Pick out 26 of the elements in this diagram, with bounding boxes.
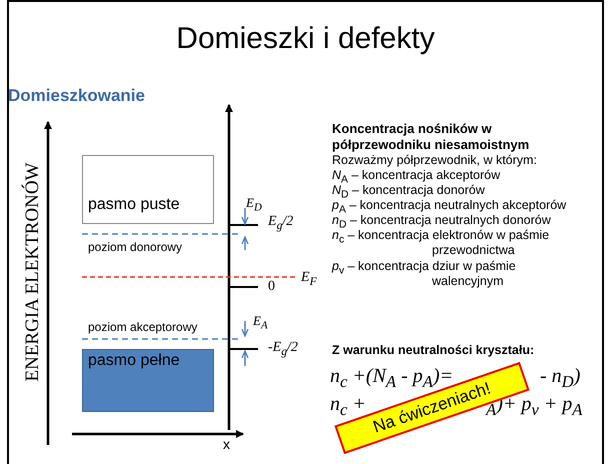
text-heading: Z warunku neutralności kryształu: [332, 343, 534, 357]
text-line: N$_{D}$ – koncentracja donorów [332, 183, 485, 198]
text-heading: Koncentracja nośników w półprzewodniku niesamoistnym [332, 121, 530, 153]
energy-label: E$_{A}$ [253, 313, 268, 329]
level-label: poziom akceptorowy [88, 320, 198, 334]
slide-title: Domieszki i defekty [175, 22, 436, 56]
section-heading: Domieszkowanie [8, 86, 145, 106]
text-line: p$_{A}$ – koncentracja neutralnych akceptorów [332, 198, 566, 213]
energy-label: -E$_{g}$/2 [268, 340, 298, 356]
energy-label: E$_{D}$ [246, 195, 262, 211]
energy-label: E$_{g}$/2 [268, 214, 294, 230]
energy-label: E$_{F}$ [301, 270, 317, 286]
level-label: poziom donorowy [88, 240, 182, 254]
equation: n$_{c}$ + [330, 392, 366, 416]
axis-label: ENERGIA ELEKTRONÓW [22, 162, 44, 382]
band-label: pasmo pełne [87, 351, 181, 370]
equation: - n$_{D}$) [540, 364, 580, 388]
band-label: pasmo puste [87, 195, 181, 214]
text-line: N$_{A}$ – koncentracja akceptorów [332, 168, 500, 183]
energy-label: 0 [268, 279, 275, 295]
energy-band [82, 349, 214, 412]
axis-label: x [223, 436, 230, 452]
text-line: Rozważmy półprzewodnik, w którym: [332, 153, 537, 168]
text-line: n$_{D}$ – koncentracja neutralnych donorów [332, 213, 551, 228]
text-line: p$_{v}$ – koncentracja dziur w paśmie walencyjnym [332, 259, 517, 289]
energy-band [82, 155, 214, 224]
